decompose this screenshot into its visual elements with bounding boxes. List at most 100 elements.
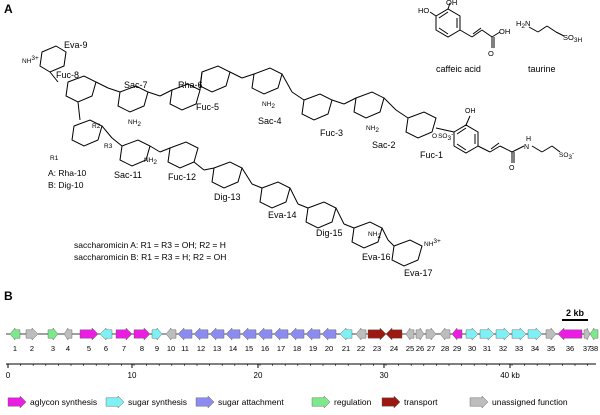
aglycon-structure [435, 115, 561, 163]
gene-34-number: 34 [531, 344, 539, 353]
gene-10-number: 10 [167, 344, 175, 353]
gene-34-arrow [527, 327, 543, 341]
saccharomicin-a-note: saccharomicin A: R1 = R3 = OH; R2 = H [74, 240, 226, 250]
gene-25-arrow [405, 327, 415, 341]
aglycon-n-label: N [524, 144, 529, 151]
gene-33-number: 33 [515, 344, 523, 353]
gene-19-number: 19 [309, 344, 317, 353]
sugar-label-sac-4: Sac-4 [258, 116, 282, 126]
svg-text:NH3+: NH3+ [22, 55, 39, 65]
svg-text:OSO3-: OSO3- [432, 131, 453, 142]
gene-16-number: 16 [261, 344, 269, 353]
svg-text:SO3-: SO3- [559, 150, 574, 161]
sugar-label-eva-9: Eva-9 [64, 40, 88, 50]
gene-29-arrow [451, 327, 463, 341]
scale-bar-label: 2 kb [566, 308, 585, 318]
gene-24-arrow [385, 327, 403, 341]
gene-28-arrow [439, 327, 451, 341]
legend-transport-swatch [381, 395, 401, 409]
legend-unassigned-swatch [469, 395, 489, 409]
gene-21-number: 21 [342, 344, 350, 353]
gene-9-number: 9 [155, 344, 159, 353]
aglycon-oso3-so: SO [438, 133, 447, 140]
gene-35-number: 35 [547, 344, 555, 353]
legend-sugar_synthesis-label: sugar synthesis [128, 397, 187, 407]
gene-2-number: 2 [30, 344, 34, 353]
r1-label: R1 [50, 155, 59, 162]
legend-sugar_attachment-swatch [195, 395, 215, 409]
sugar-label-fuc-8: Fuc-8 [56, 70, 79, 80]
gene-22-number: 22 [357, 344, 365, 353]
gene-35-arrow [545, 327, 557, 341]
gene-8-arrow [133, 327, 151, 341]
gene-28-number: 28 [441, 344, 449, 353]
gene-32-arrow [495, 327, 511, 341]
sac4-nh: NH [262, 101, 272, 108]
aglycon-so3-minus: - [572, 150, 574, 157]
legend-sugar_synthesis-swatch [105, 395, 125, 409]
gene-30-arrow [465, 327, 479, 341]
eva9-nh: NH [22, 58, 32, 65]
axis-tick-label: 30 [380, 371, 389, 380]
gene-36-arrow [557, 327, 583, 341]
sugar-label-eva-17: Eva-17 [404, 268, 433, 278]
gene-14-arrow [225, 327, 241, 341]
gene-3-number: 3 [51, 344, 55, 353]
caffeic-oh-label-top: OH [446, 0, 457, 7]
r3-label: R3 [104, 143, 113, 150]
panel-a-letter: A [4, 2, 13, 16]
sugar-rings [39, 45, 437, 267]
aglycon-oso3-o: O [432, 133, 437, 140]
legend-aglycon-label: aglycon synthesis [30, 397, 97, 407]
gene-26-arrow [415, 327, 425, 341]
sugar-label-rha-6: Rha-6 [178, 80, 203, 90]
gene-12-number: 12 [197, 344, 205, 353]
gene-25-number: 25 [406, 344, 414, 353]
gene-11-arrow [177, 327, 193, 341]
sugar-label-sac-7: Sac-7 [124, 80, 148, 90]
taurine-h-sub: 2 [521, 23, 525, 30]
svg-text:H2N: H2N [516, 19, 530, 30]
taurine-structure [528, 25, 565, 37]
gene-31-number: 31 [483, 344, 491, 353]
sugar-label-fuc-12: Fuc-12 [168, 172, 196, 182]
gene-29-number: 29 [453, 344, 461, 353]
svg-text:NH2: NH2 [144, 157, 157, 166]
gene-17-number: 17 [277, 344, 285, 353]
aglycon-oso3-minus: - [451, 131, 453, 138]
aglycon-so3-sub: 3 [568, 154, 572, 161]
gene-26-number: 26 [416, 344, 424, 353]
svg-text:NH3+: NH3+ [424, 238, 441, 248]
eva17-nh-charge: 3+ [433, 238, 441, 245]
caffeic-o-label: O [488, 49, 494, 58]
sugar-label-eva-14: Eva-14 [268, 210, 297, 220]
sugar-label-sac-2: Sac-2 [372, 140, 396, 150]
gene-18-arrow [289, 327, 305, 341]
caffeic-acid-structure [429, 2, 501, 48]
variant-a-label: A: Rha-10 [48, 168, 87, 178]
aglycon-oh-label: OH [465, 108, 476, 115]
taurine-n: N [525, 19, 530, 28]
gene-16-arrow [257, 327, 273, 341]
gene-4-arrow [63, 327, 73, 341]
gene-13-number: 13 [213, 344, 221, 353]
sac4-nh-sub: 2 [271, 103, 275, 110]
gene-32-number: 32 [499, 344, 507, 353]
gene-10-arrow [165, 327, 177, 341]
sugar-label-dig-13: Dig-13 [214, 192, 241, 202]
gene-27-number: 27 [427, 344, 435, 353]
sugar-label-fuc-3: Fuc-3 [320, 128, 343, 138]
aglycon-oso3-sub: 3 [447, 135, 451, 142]
variant-b-label: B: Dig-10 [48, 180, 84, 190]
taurine-so3h: SO [563, 33, 574, 42]
axis-tick-label: 10 [128, 371, 137, 380]
svg-text:NH2: NH2 [366, 125, 379, 134]
eva16-nh-sub: 2 [377, 233, 381, 240]
gene-37-number: 37 [583, 344, 591, 353]
gene-9-arrow [151, 327, 163, 341]
sac2-nh-sub: 2 [375, 127, 379, 134]
